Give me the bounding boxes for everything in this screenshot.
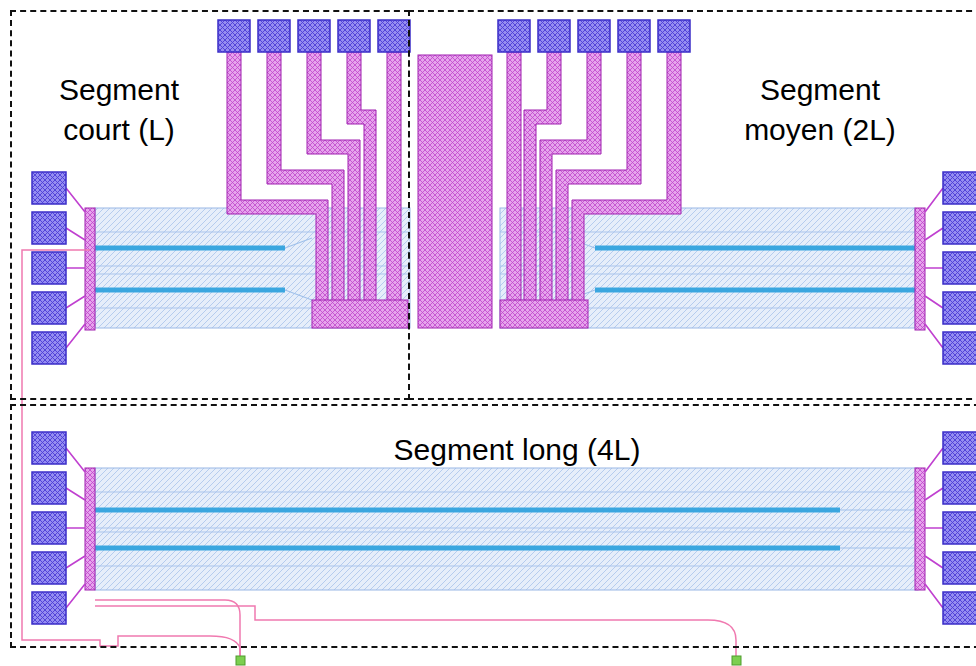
optical-waveguide [95,248,915,548]
segment-region: Segment moyen (2L) [408,10,976,400]
grating-coupler [236,656,741,665]
segment-label: Segment long (4L) [317,430,717,470]
segment-region: Segment long (4L) [10,404,976,648]
segment-label: Segment moyen (2L) [720,70,920,150]
waveguide-taper [285,238,918,548]
segment-label: Segment court (L) [29,70,209,150]
electrode [227,52,681,328]
segment-region: Segment court (L) [10,10,410,400]
fibre-routing [22,250,736,656]
pad-fanout [66,188,943,608]
bond-pad [32,20,976,624]
